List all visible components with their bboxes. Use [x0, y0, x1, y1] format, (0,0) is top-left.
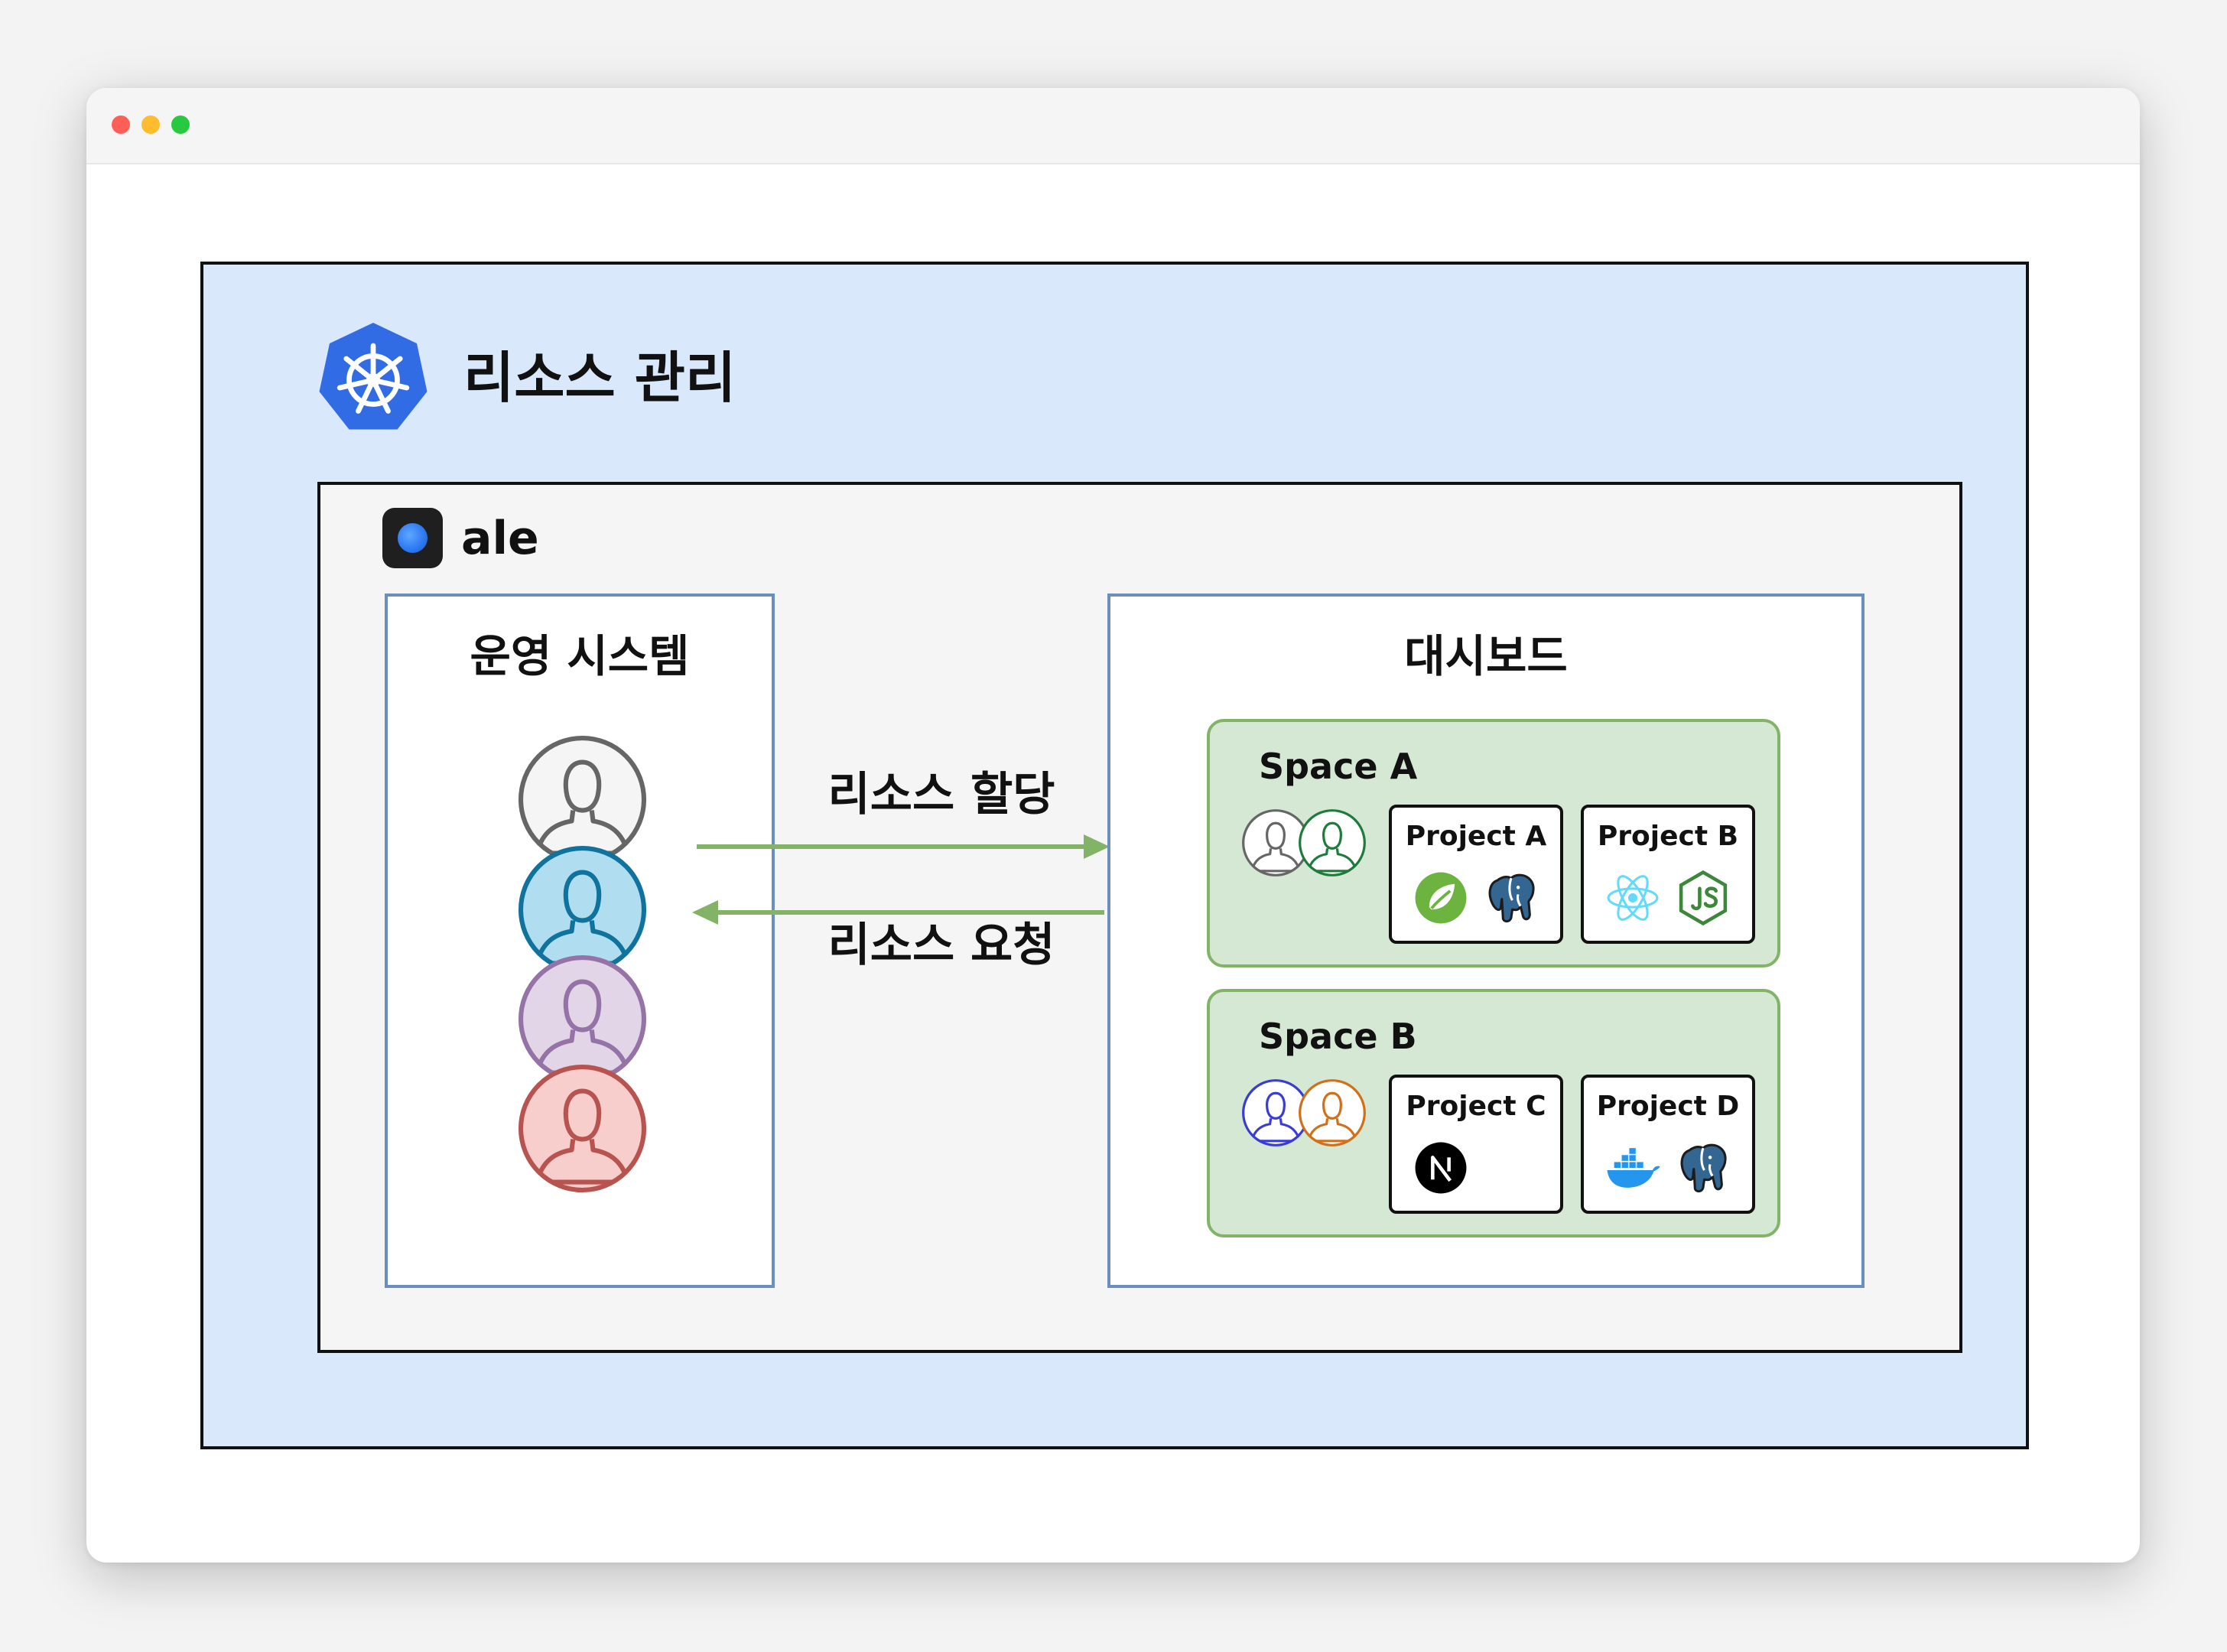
member-green-icon	[1297, 808, 1367, 878]
user-red-icon	[515, 1062, 649, 1195]
close-window-button[interactable]	[112, 115, 130, 134]
space-name: Space B	[1259, 1016, 1417, 1057]
postgresql-icon	[1482, 869, 1540, 927]
browser-window: 리소스 관리 ale 운영 시스템 리소스 할당 리소스 요청	[86, 88, 2140, 1563]
page-title: 리소스 관리	[463, 346, 736, 410]
allocate-arrow-head	[1084, 834, 1110, 859]
ale-platform-frame: ale 운영 시스템 리소스 할당 리소스 요청 대시보드	[317, 482, 1962, 1353]
space-card[interactable]: Space A Project A	[1207, 719, 1780, 967]
operations-system-panel: 운영 시스템	[385, 593, 775, 1288]
kubernetes-icon	[316, 320, 431, 435]
project-card[interactable]: Project C	[1389, 1075, 1563, 1214]
project-card[interactable]: Project D	[1581, 1075, 1755, 1214]
ale-logo-icon	[382, 508, 443, 568]
member-indigo-icon	[1240, 1078, 1311, 1148]
zoom-window-button[interactable]	[171, 115, 190, 134]
minimize-window-button[interactable]	[141, 115, 160, 134]
react-icon	[1604, 869, 1662, 927]
member-gray-icon	[1240, 808, 1311, 878]
project-card[interactable]: Project B	[1581, 805, 1755, 944]
project-name: Project D	[1596, 1091, 1740, 1122]
docker-icon	[1604, 1139, 1662, 1197]
space-card[interactable]: Space B Project C	[1207, 989, 1780, 1237]
nodejs-icon	[1674, 869, 1732, 927]
user-blue-icon	[515, 843, 649, 977]
space-name: Space A	[1259, 746, 1418, 787]
project-card[interactable]: Project A	[1389, 805, 1563, 944]
project-name: Project B	[1597, 821, 1739, 852]
spring-icon	[1412, 869, 1470, 927]
resource-management-frame: 리소스 관리 ale 운영 시스템 리소스 할당 리소스 요청	[200, 262, 2029, 1449]
app-name: ale	[461, 512, 539, 565]
window-titlebar	[86, 88, 2140, 164]
operations-system-title: 운영 시스템	[470, 630, 690, 682]
project-name: Project C	[1406, 1091, 1546, 1122]
allocate-label: 리소스 할당	[827, 768, 1055, 821]
request-label: 리소스 요청	[827, 919, 1055, 972]
nextjs-icon	[1412, 1139, 1470, 1197]
member-orange-icon	[1297, 1078, 1367, 1148]
dashboard-panel: 대시보드 Space A Project A	[1107, 593, 1865, 1288]
project-name: Project A	[1405, 821, 1547, 852]
postgresql-icon	[1674, 1139, 1732, 1197]
dashboard-title: 대시보드	[1404, 630, 1568, 682]
